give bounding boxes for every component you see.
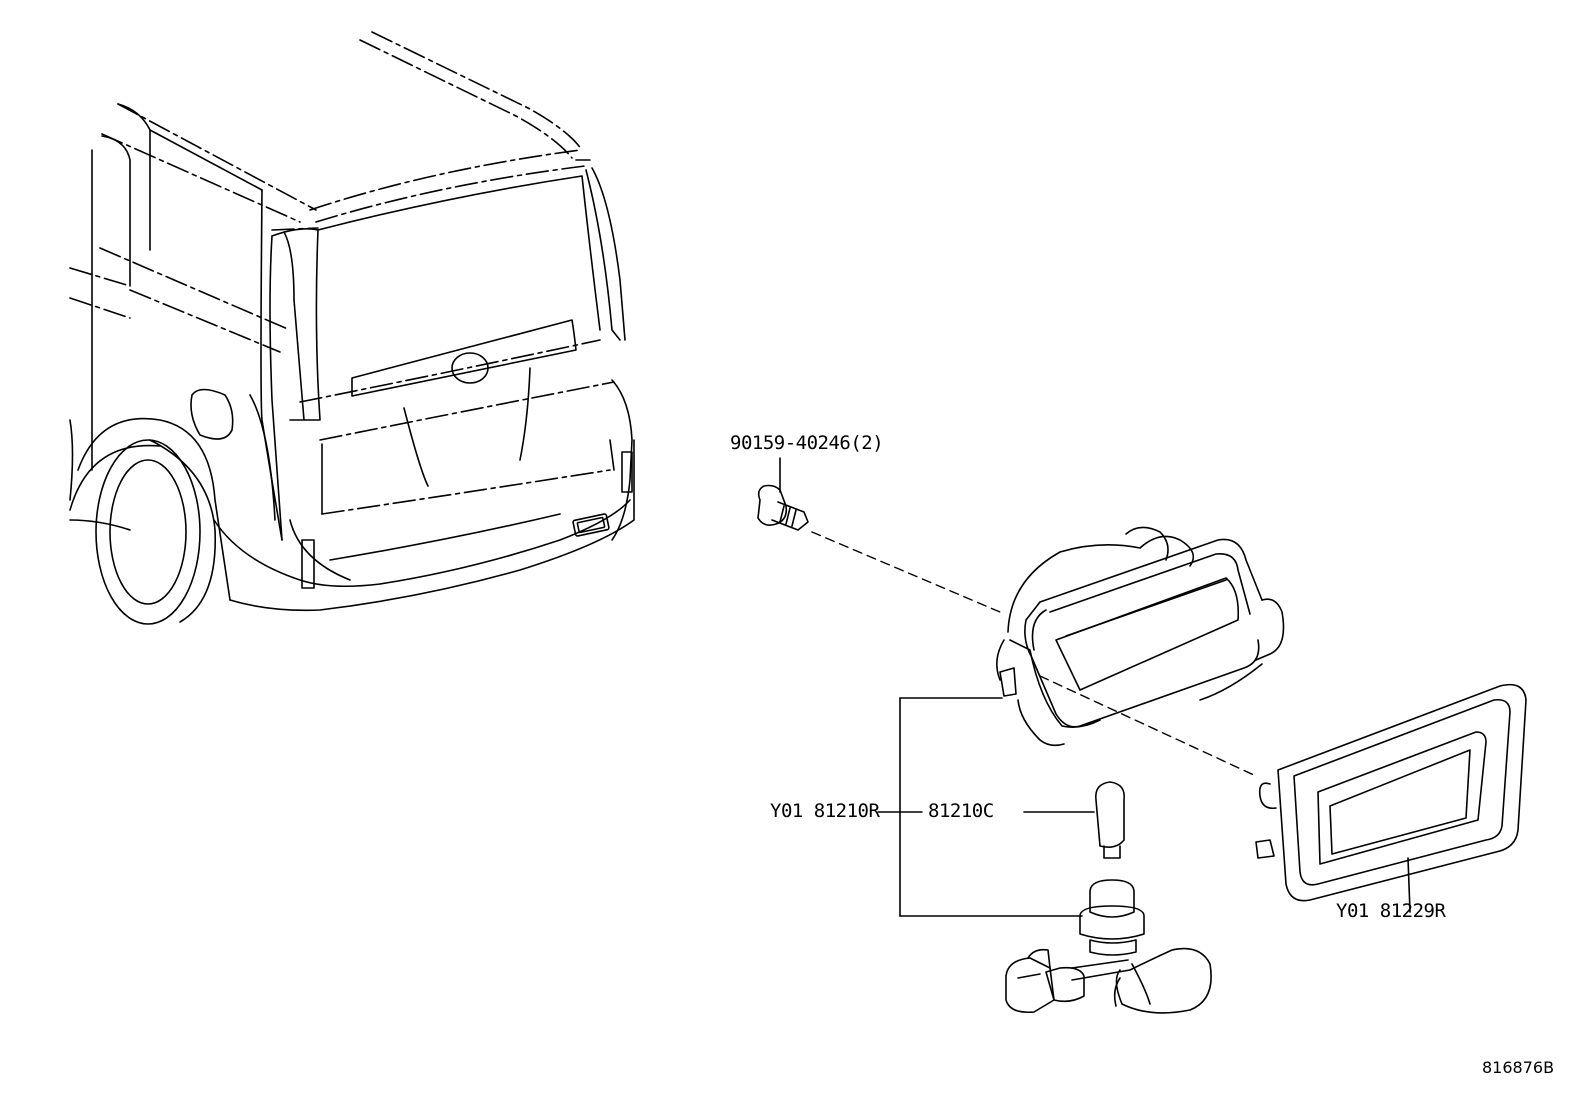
vehicle-illustration — [69, 31, 635, 625]
bulb-part — [1094, 781, 1126, 859]
lens-part — [1255, 683, 1527, 913]
diagram-ref-number: 816876B — [1482, 1058, 1555, 1077]
part-label-bulb: 81210C — [928, 800, 994, 822]
lamp-housing-part — [996, 526, 1285, 747]
part-label-lamp-assy: Y01 81210R — [770, 800, 880, 822]
part-label-lens: Y01 81229R — [1336, 900, 1446, 922]
part-label-screw: 90159-40246(2) — [730, 432, 884, 454]
leader-lines — [877, 697, 1095, 917]
assembly-dashed-lines — [811, 531, 1257, 777]
screw-part — [757, 457, 809, 531]
socket-wire-part — [1005, 879, 1212, 1014]
